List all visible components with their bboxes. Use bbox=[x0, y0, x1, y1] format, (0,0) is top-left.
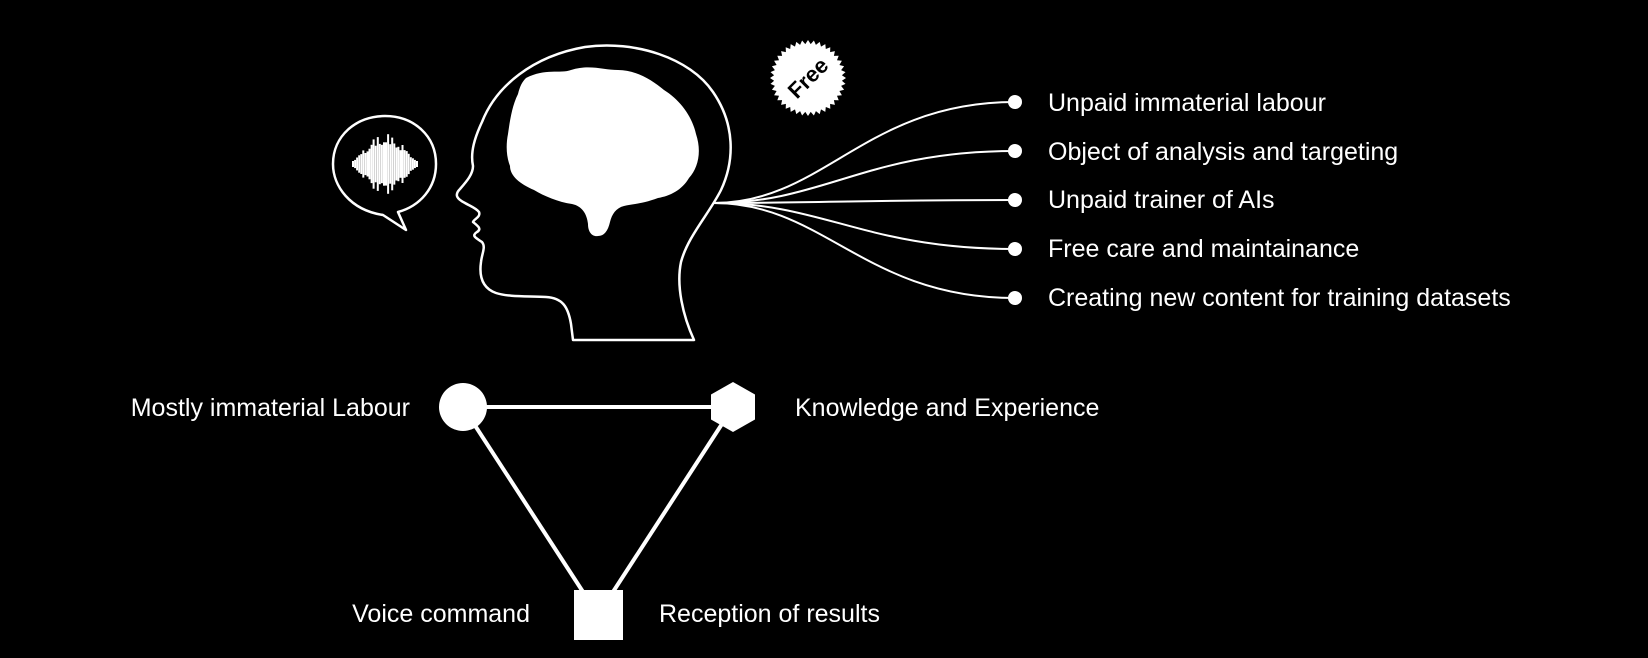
branch-label: Free care and maintainance bbox=[1048, 235, 1359, 263]
branch-dot bbox=[1008, 291, 1022, 305]
waveform-icon bbox=[352, 134, 418, 194]
edge-left-bottom bbox=[461, 405, 600, 617]
branch-connector bbox=[713, 202, 1016, 299]
branch-label: Object of analysis and targeting bbox=[1048, 138, 1398, 166]
voice-waveform-speech-bubble-icon bbox=[331, 114, 438, 232]
branch-connectors bbox=[713, 101, 1016, 299]
branch-label: Creating new content for training datase… bbox=[1048, 284, 1511, 312]
branch-connector bbox=[713, 199, 1016, 204]
square-node-icon bbox=[574, 590, 623, 640]
node-label-bottom-left: Voice command bbox=[352, 600, 530, 628]
triangle-diagram: Mostly immaterial Labour Knowledge and E… bbox=[131, 382, 1099, 640]
brain-icon bbox=[506, 67, 699, 237]
branch-label: Unpaid immaterial labour bbox=[1048, 89, 1326, 117]
branch-connector bbox=[713, 150, 1016, 204]
node-label-left: Mostly immaterial Labour bbox=[131, 394, 410, 422]
circle-node-icon bbox=[439, 383, 487, 431]
free-badge: Free bbox=[770, 40, 846, 116]
branch-dot bbox=[1008, 193, 1022, 207]
edge-right-bottom bbox=[596, 405, 735, 617]
branch-connector bbox=[713, 202, 1016, 250]
node-label-bottom-right: Reception of results bbox=[659, 600, 880, 628]
branch-label: Unpaid trainer of AIs bbox=[1048, 186, 1275, 214]
hexagon-node-icon bbox=[711, 382, 755, 432]
branch-dot bbox=[1008, 95, 1022, 109]
branch-connector bbox=[713, 101, 1016, 204]
node-label-right: Knowledge and Experience bbox=[795, 394, 1099, 422]
branch-dots bbox=[1008, 95, 1022, 305]
human-head-profile-icon bbox=[455, 44, 732, 342]
branch-dot bbox=[1008, 144, 1022, 158]
branch-dot bbox=[1008, 242, 1022, 256]
